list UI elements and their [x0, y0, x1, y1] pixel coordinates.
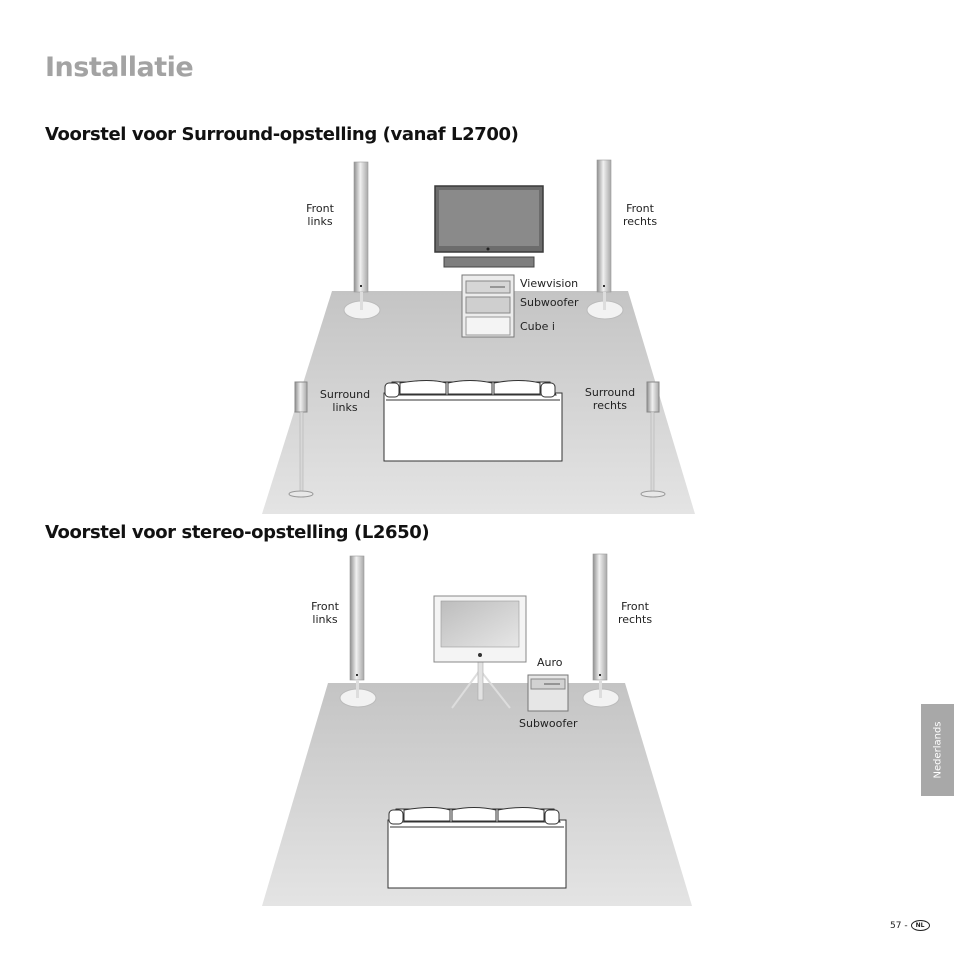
- language-badge-icon: NL: [910, 920, 930, 931]
- subwoofer-label: Subwoofer: [520, 296, 579, 309]
- front-left-speaker: [339, 555, 377, 708]
- subwoofer: [527, 674, 569, 712]
- subwoofer-label: Subwoofer: [519, 717, 578, 730]
- surround-right-speaker: [640, 381, 666, 498]
- cube-rack: [461, 274, 515, 338]
- surround-heading: Voorstel voor Surround-opstelling (vanaf…: [45, 124, 519, 145]
- page-title: Installatie: [45, 52, 194, 83]
- page-number-text: 57 -: [890, 920, 908, 931]
- viewvision-label: Viewvision: [520, 277, 579, 290]
- cube-label: Cube i: [520, 320, 555, 333]
- auro-tv: [433, 595, 527, 709]
- floor: [262, 683, 692, 906]
- language-tab-label: Nederlands: [932, 721, 943, 779]
- auro-label: Auro: [537, 656, 563, 669]
- language-tab: Nederlands: [921, 704, 954, 796]
- stereo-heading: Voorstel voor stereo-opstelling (L2650): [45, 522, 430, 543]
- page-number: 57 - NL: [890, 920, 930, 931]
- front-right-speaker: [582, 553, 620, 708]
- surround-left-speaker: [288, 381, 314, 498]
- sofa: [387, 807, 567, 889]
- sofa: [383, 380, 563, 462]
- front-left-speaker: [343, 161, 381, 320]
- front-right-speaker: [586, 159, 624, 320]
- viewvision-tv: [434, 185, 544, 268]
